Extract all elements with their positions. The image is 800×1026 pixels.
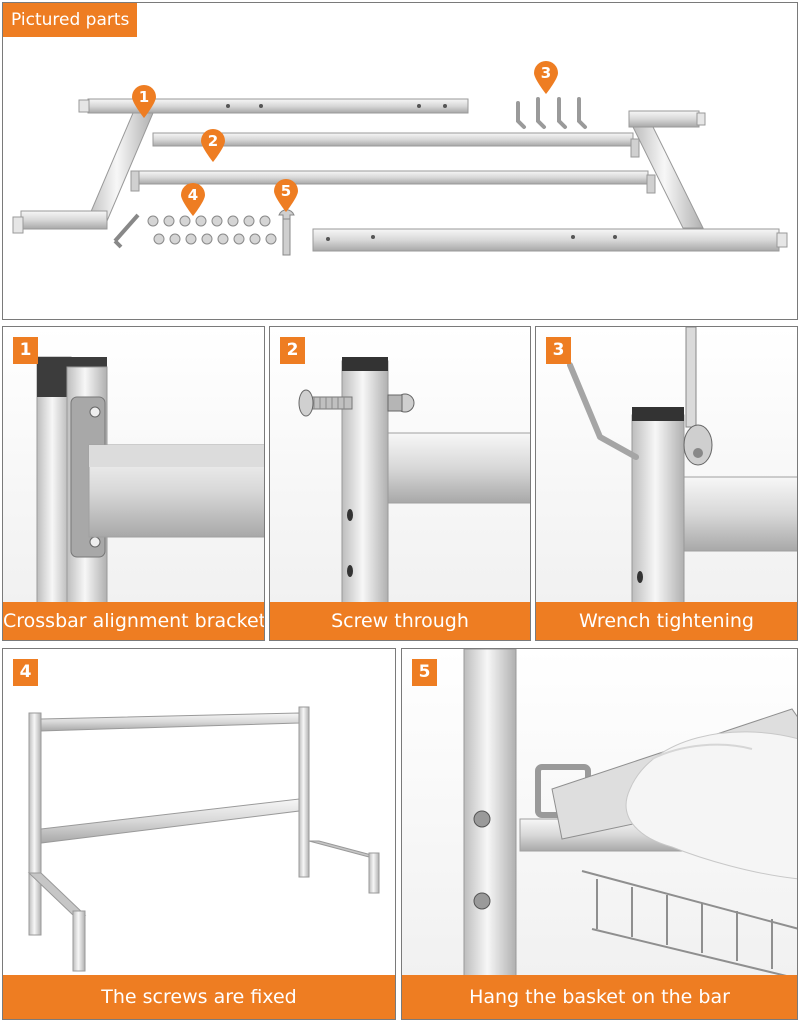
step-3-panel: 3 Wrench tightening xyxy=(535,326,798,641)
step-2-illustration xyxy=(270,327,530,640)
step-4-caption: The screws are fixed xyxy=(3,975,395,1019)
step-4-illustration xyxy=(3,649,395,1019)
step-4-panel: 4 The screws are fixed xyxy=(2,648,396,1020)
part-marker-3: 3 xyxy=(533,61,559,95)
step-3-illustration xyxy=(536,327,797,640)
step-4-number: 4 xyxy=(13,659,38,686)
step-5-illustration xyxy=(402,649,797,1019)
step-3-caption: Wrench tightening xyxy=(536,602,797,640)
pictured-parts-panel: Pictured parts xyxy=(2,2,798,320)
part-marker-1: 1 xyxy=(131,85,157,119)
step-1-panel: 1 Crossbar alignment bracket xyxy=(2,326,265,641)
part-marker-2: 2 xyxy=(200,129,226,163)
step-2-panel: 2 Screw through xyxy=(269,326,531,641)
step-3-number: 3 xyxy=(546,337,571,364)
part-marker-4: 4 xyxy=(180,183,206,217)
step-2-caption: Screw through xyxy=(270,602,530,640)
step-5-number: 5 xyxy=(412,659,437,686)
step-5-caption: Hang the basket on the bar xyxy=(402,975,797,1019)
part-marker-5: 5 xyxy=(273,179,299,213)
pictured-parts-title: Pictured parts xyxy=(3,3,138,37)
step-5-panel: 5 Hang the basket on the bar xyxy=(401,648,798,1020)
step-1-illustration xyxy=(3,327,264,640)
step-1-number: 1 xyxy=(13,337,38,364)
step-2-number: 2 xyxy=(280,337,305,364)
step-1-caption: Crossbar alignment bracket xyxy=(3,602,264,640)
parts-illustration xyxy=(12,97,788,256)
